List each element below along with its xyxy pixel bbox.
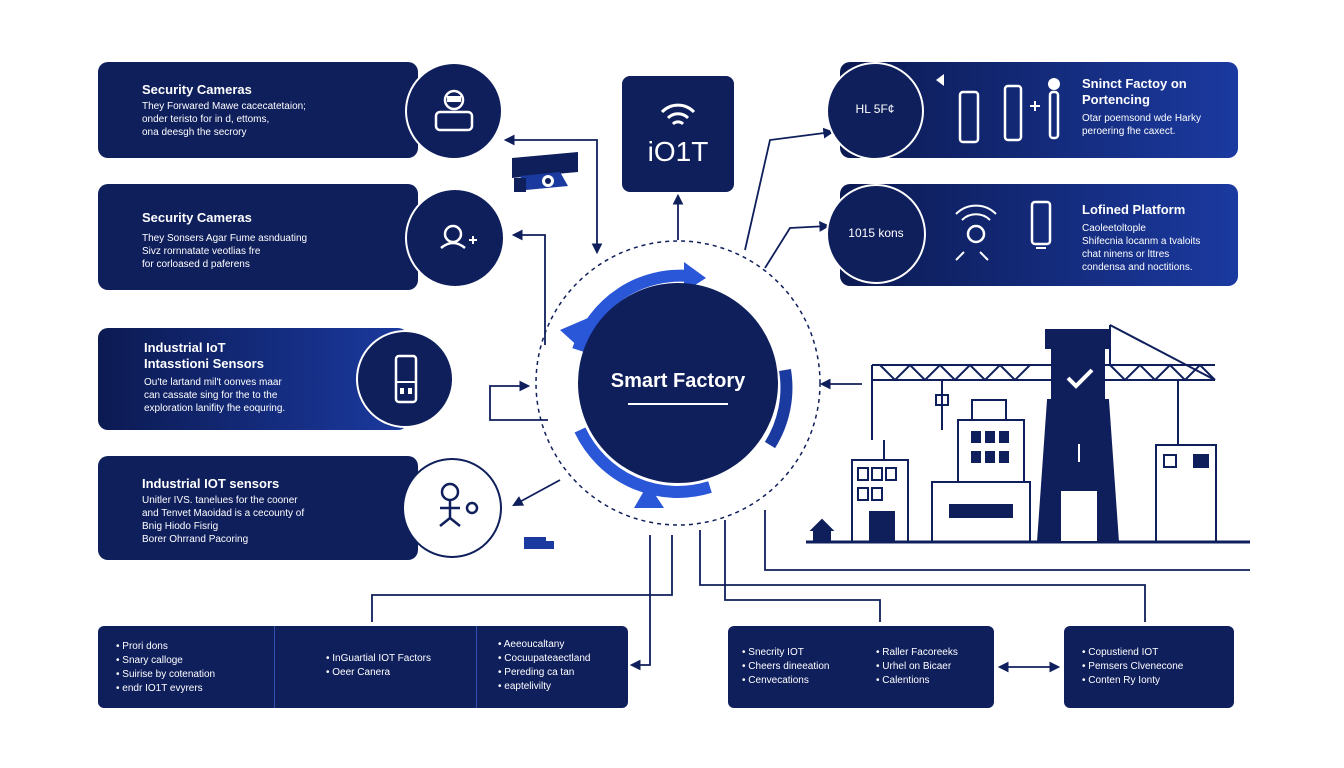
connector-iot [512, 479, 561, 507]
card-title: Security Cameras [142, 82, 252, 97]
connector-bottom-left [629, 535, 651, 671]
card-title: Security Cameras [142, 210, 252, 225]
card-industrial-iot-sensors-2[interactable]: Industrial IOT sensors Unitler IVS. tane… [98, 456, 418, 560]
person-icon [434, 89, 474, 132]
card-2-icon-badge [405, 188, 505, 288]
right-badge-1: HL 5F¢ [826, 62, 924, 160]
bottom-right-b-col-1: Copustiend IOTPemsers ClveneconeConten R… [1082, 646, 1183, 688]
connector-cam2 [511, 229, 546, 345]
devices-icon [936, 74, 1060, 144]
center-label: Smart Factory [610, 370, 746, 392]
wifi-icon [660, 103, 696, 126]
signal-icon [955, 200, 1052, 261]
center-underline [628, 403, 728, 405]
card-1-icon-badge [405, 62, 503, 160]
gear-person-icon [439, 482, 479, 527]
card-title: Industrial IOT sensors [142, 476, 280, 491]
factory-illustration [806, 324, 1250, 544]
connector-cam1 [580, 139, 603, 255]
bottom-left-col-2: InGuartial IOT FactorsOeer Canera [326, 652, 431, 680]
card-title: Lofined Platform [1082, 202, 1186, 217]
hub-box[interactable]: iO1T [622, 76, 734, 192]
security-camera-icon [512, 152, 578, 192]
cycle-arrows [572, 269, 793, 498]
bottom-left-col-1: Prori donsSnary callogeSuirise by cotena… [116, 640, 215, 696]
card-3-icon-badge [356, 330, 454, 428]
user-gear-icon [440, 224, 477, 249]
card-body: They Forwared Mawe cacecatetaion;onder t… [142, 101, 306, 138]
bottom-left-col-3: AeeoucaltanyCocuupateaectlandPereding ca… [498, 638, 591, 694]
bottom-left-panel[interactable]: Prori donsSnary callogeSuirise by cotena… [98, 626, 628, 708]
connector-bottom-line4 [764, 510, 1250, 571]
card-4-icon-badge [402, 458, 502, 558]
center-disc [578, 283, 778, 483]
check-icon [1066, 368, 1094, 389]
sensor-device-icon [394, 354, 418, 404]
van-icon [524, 537, 554, 549]
connector-sensor [489, 380, 548, 421]
connector-bottom-line1 [371, 535, 673, 622]
connector-right1 [744, 127, 835, 251]
right-badge-2: 1015 kons [826, 184, 926, 284]
bottom-right-panel-a[interactable]: Snecrity IOTCheers dineeationCenvecation… [728, 626, 994, 708]
bottom-right-a-col-2: Raller FacoreeksUrhel on BicaerCalention… [876, 646, 958, 688]
card-security-cameras-2[interactable]: Security Cameras They Sonsers Agar Fume … [98, 184, 418, 290]
hub-label: iO1T [647, 136, 709, 167]
card-security-cameras-1[interactable]: Security Cameras They Forwared Mawe cace… [98, 62, 418, 158]
connector-right2 [764, 221, 831, 269]
connector-bottom-line2 [699, 530, 1146, 622]
bottom-right-a-col-1: Snecrity IOTCheers dineeationCenvecation… [742, 646, 829, 688]
connector-bottom-line3 [724, 520, 881, 622]
bottom-right-panel-b[interactable]: Copustiend IOTPemsers ClveneconeConten R… [1064, 626, 1234, 708]
badge-label: 1015 kons [848, 226, 904, 240]
badge-label: HL 5F¢ [855, 102, 895, 116]
